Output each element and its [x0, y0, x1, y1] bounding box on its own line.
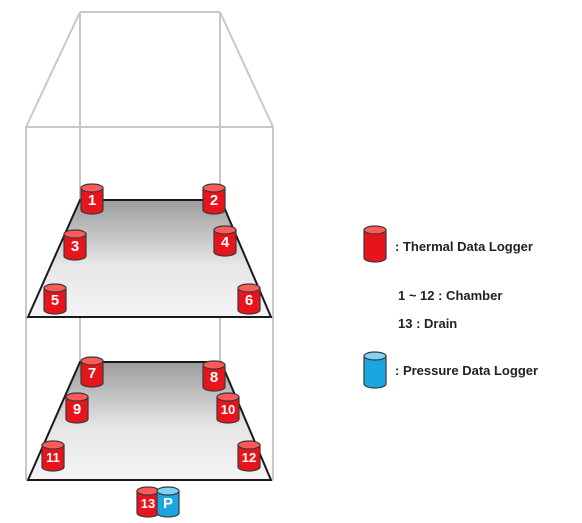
thermal-logger-5-icon-label: 5 [51, 292, 59, 309]
legend-thermal-label: : Thermal Data Logger [395, 239, 533, 254]
lower-floor [26, 361, 273, 481]
thermal-logger-10-icon: 10 [216, 392, 240, 424]
thermal-logger-8-icon-label: 8 [210, 369, 218, 386]
thermal-logger-6-icon-label: 6 [245, 292, 253, 309]
thermal-logger-8-icon: 8 [202, 360, 226, 392]
thermal-logger-10-icon-label: 10 [221, 402, 235, 417]
thermal-logger-11-icon-label: 11 [46, 450, 60, 465]
legend: : Thermal Data Logger 1 ~ 12 : Chamber 1… [362, 226, 577, 386]
pressure-logger-icon: P [156, 486, 180, 518]
legend-drain-note: 13 : Drain [398, 316, 458, 331]
legend-chamber-range: 1 ~ 12 : Chamber [398, 288, 503, 303]
thermal-logger-7-icon: 7 [80, 356, 104, 388]
thermal-logger-2-icon-label: 2 [210, 192, 218, 209]
thermal-logger-6-icon: 6 [237, 283, 261, 315]
upper-floor [26, 199, 273, 318]
thermal-logger-3-icon: 3 [63, 229, 87, 261]
legend-pressure-label: : Pressure Data Logger [395, 363, 539, 378]
thermal-logger-13-icon: 13 [136, 486, 160, 518]
pressure-logger-icon-label: P [163, 495, 173, 512]
thermal-logger-12-icon-label: 12 [242, 450, 256, 465]
legend-thermal-logger-icon [363, 225, 387, 263]
thermal-logger-9-icon-label: 9 [73, 401, 81, 418]
chamber-box-outline [25, 11, 274, 480]
thermal-logger-9-icon: 9 [65, 392, 89, 424]
legend-pressure-logger-icon [363, 351, 387, 389]
thermal-logger-7-icon-label: 7 [88, 365, 96, 382]
thermal-logger-1-icon-label: 1 [88, 192, 96, 209]
thermal-logger-1-icon: 1 [80, 183, 104, 215]
legend-icons [363, 225, 387, 389]
thermal-logger-4-icon: 4 [213, 225, 237, 257]
thermal-logger-13-icon-label: 13 [141, 496, 155, 511]
thermal-logger-12-icon: 12 [237, 440, 261, 472]
thermal-logger-11-icon: 11 [41, 440, 65, 472]
thermal-logger-5-icon: 5 [43, 283, 67, 315]
thermal-logger-3-icon-label: 3 [71, 238, 79, 255]
thermal-logger-4-icon-label: 4 [221, 234, 230, 251]
thermal-logger-2-icon: 2 [202, 183, 226, 215]
